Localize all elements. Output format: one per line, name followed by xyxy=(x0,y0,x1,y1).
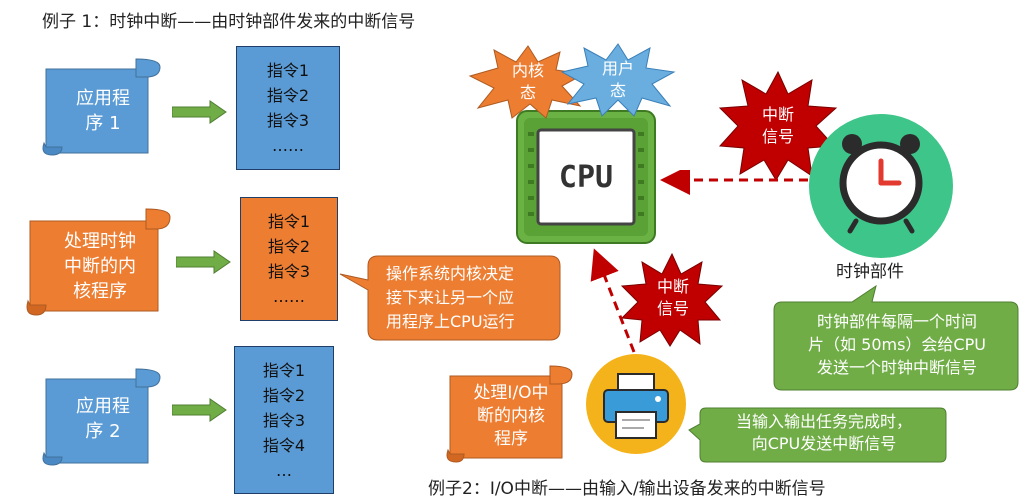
app1-label: 应用程序 1 xyxy=(76,88,130,134)
io-handler-label: 处理I/O中断的内核程序 xyxy=(473,382,549,449)
example2-title: 例子2：I/O中断——由输入/输出设备发来的中断信号 xyxy=(428,479,826,499)
clock-label: 时钟部件 xyxy=(836,262,904,282)
instruction-block-app2: 指令1 指令2 指令3 指令4 … xyxy=(234,346,334,494)
clock-callout-shape xyxy=(773,284,1019,391)
cpu-text: CPU xyxy=(559,160,613,195)
instruction-line: 指令1 xyxy=(267,212,311,231)
instruction-line: 指令2 xyxy=(262,385,306,405)
kernel-state-label: 内核态 xyxy=(511,61,544,102)
arrow-app1-to-instr xyxy=(172,100,227,124)
arrow-handler-to-instr xyxy=(176,250,231,274)
interrupt-arrows xyxy=(590,170,808,353)
os-callout: 操作系统内核决定 接下来让另一个应 用程序上CPU运行 xyxy=(386,264,515,331)
interrupt-signal-label-clock: 中断信号 xyxy=(761,105,794,146)
instruction-block-handler: 指令1 指令2 指令3 …… xyxy=(240,197,338,321)
clock-icon xyxy=(809,114,953,258)
interrupt-signal-star-io xyxy=(620,252,724,347)
instruction-line: …… xyxy=(273,287,305,306)
arrow-app2-to-instr xyxy=(172,398,227,422)
clock-handler-scroll xyxy=(26,208,171,316)
cpu-chip-icon: CPU xyxy=(516,110,656,244)
instruction-line: 指令3 xyxy=(266,111,310,130)
instruction-line: … xyxy=(276,460,292,480)
interrupt-signal-label-io: 中断信号 xyxy=(656,277,689,318)
app2-label: 应用程序 2 xyxy=(76,396,130,442)
instruction-line: 指令2 xyxy=(266,86,310,105)
instruction-line: 指令3 xyxy=(262,410,306,430)
clock-handler-label: 处理时钟中断的内核程序 xyxy=(64,230,136,302)
io-callout-shape xyxy=(688,407,947,463)
instruction-line: 指令2 xyxy=(267,237,311,256)
clock-callout: 时钟部件每隔一个时间 片（如 50ms）会给CPU 发送一个时钟中断信号 xyxy=(808,312,986,377)
app1-scroll xyxy=(42,58,161,156)
instruction-line: 指令4 xyxy=(262,435,306,455)
kernel-state-star xyxy=(468,45,586,119)
os-callout-shape xyxy=(339,255,561,341)
io-handler-scroll xyxy=(446,365,573,463)
printer-icon xyxy=(586,354,686,454)
instruction-line: 指令1 xyxy=(266,61,310,80)
io-callout: 当输入输出任务完成时， 向CPU发送中断信号 xyxy=(735,412,912,453)
instruction-block-app1: 指令1 指令2 指令3 …… xyxy=(236,46,340,170)
instruction-line: 指令1 xyxy=(262,360,306,380)
user-state-star xyxy=(560,43,676,117)
instruction-line: 指令3 xyxy=(267,262,311,281)
example1-title: 例子 1：时钟中断——由时钟部件发来的中断信号 xyxy=(42,12,416,32)
app2-scroll xyxy=(42,368,161,466)
instruction-line: …… xyxy=(272,136,304,155)
user-state-label: 用户态 xyxy=(601,59,634,100)
